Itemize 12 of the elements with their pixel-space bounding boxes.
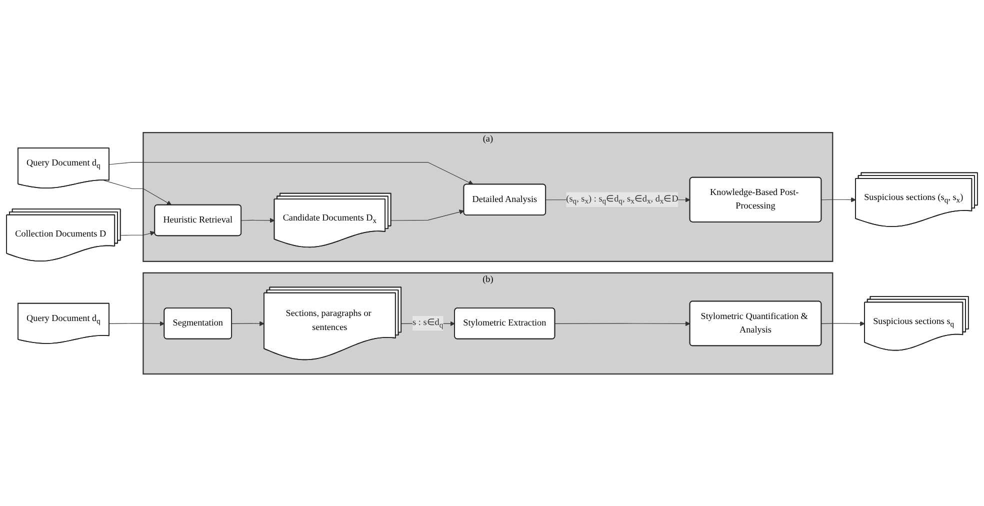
arrow	[241, 218, 275, 223]
arrow	[108, 320, 165, 326]
edge-label: s : s∈d$_{q}$	[412, 317, 444, 329]
arrow	[554, 320, 690, 326]
arrow	[232, 320, 264, 326]
arrow	[821, 320, 866, 326]
arrow	[103, 180, 172, 206]
edge-label: (s$_{q}$, s$_{x}$) : s$_{q}$∈d$_{q}$, s$_{x}$∈d$_{x}$, d$_{x}$∈D	[566, 194, 678, 206]
arrow	[821, 196, 856, 202]
arrow	[108, 162, 474, 184]
arrow	[120, 230, 156, 236]
arrow	[390, 209, 464, 220]
